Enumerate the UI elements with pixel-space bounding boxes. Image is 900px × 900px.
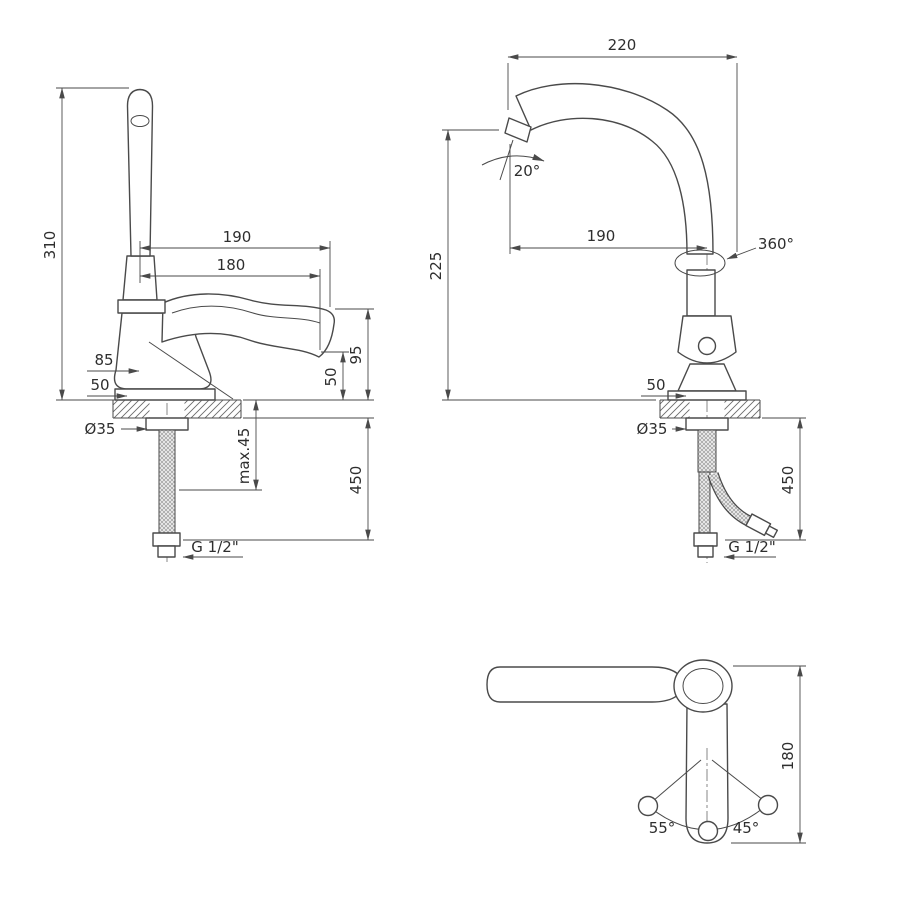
- aerator-angle-arc: [481, 154, 545, 166]
- dim-max-thickness-45: max.45: [235, 428, 253, 485]
- side-view: 310 190 180 85 50 Ø35 max.45 95 50 450 G…: [41, 87, 374, 563]
- stream-line: [148, 341, 234, 400]
- base-cone-front: [677, 363, 737, 392]
- swing-angle-55: 55°: [649, 819, 676, 837]
- dim-reach-180: 180: [217, 256, 246, 274]
- front-view: 20° 220 190 360° 2: [427, 36, 806, 563]
- top-view: 55° 45° 180: [486, 659, 806, 844]
- swing-angle-45: 45°: [733, 819, 760, 837]
- dim-hose-length-450-side: 450: [347, 466, 365, 495]
- dim-height-225: 225: [427, 252, 445, 281]
- base-plate-side: [114, 388, 216, 401]
- dim-height-310: 310: [41, 231, 59, 260]
- body-neck-front: [686, 269, 716, 317]
- dim-offset-85: 85: [94, 351, 113, 369]
- mounting-nut-side: [145, 417, 189, 431]
- hole-diameter-side: Ø35: [85, 420, 116, 438]
- base-plate-front: [667, 390, 747, 401]
- swing-line-left: [652, 759, 702, 802]
- hose-fitting-angled-nut: [764, 525, 779, 539]
- counter-hatch-left-front: [660, 400, 690, 418]
- hole-diameter-front: Ø35: [637, 420, 668, 438]
- supply-hose-side: [158, 429, 176, 534]
- handle-ring-detail: [130, 115, 150, 127]
- dim-hose-length-450-front: 450: [779, 466, 797, 495]
- dim-width-220: 220: [608, 36, 637, 54]
- handle-knob-inner: [682, 668, 724, 704]
- supply-hose-straight: [698, 471, 711, 534]
- counter-hatch-left: [113, 400, 150, 418]
- hose-fitting-side: [152, 532, 181, 547]
- hose-fitting-nut-side: [157, 545, 176, 558]
- swing-line-right: [711, 759, 764, 801]
- dim-offset-50-front: 50: [646, 376, 665, 394]
- swing-position-right: [757, 794, 779, 816]
- threaded-stud-front: [697, 429, 717, 473]
- mounting-nut-front: [685, 417, 729, 431]
- supply-hose-curved: [708, 472, 755, 528]
- counter-hatch-right-front: [724, 400, 760, 418]
- aerator-axis-line: [499, 139, 514, 181]
- handle-side: [126, 88, 154, 257]
- handle-knob-top: [673, 659, 733, 713]
- spout-front: [515, 82, 714, 255]
- dim-handle-length-180: 180: [779, 742, 797, 771]
- swivel-angle-360: 360°: [758, 235, 794, 253]
- aerator-angle-20: 20°: [514, 162, 541, 180]
- hose-fitting-nut-front: [697, 545, 714, 558]
- counter-hatch-right: [184, 400, 241, 418]
- swing-position-center: [697, 820, 719, 842]
- spout-side: [161, 293, 336, 358]
- dim-spout-height-95: 95: [347, 345, 365, 364]
- spout-inner-line: [171, 305, 321, 324]
- dim-reach-190-side: 190: [223, 228, 252, 246]
- thread-label-front: G 1/2": [728, 538, 775, 556]
- collar-side: [117, 299, 166, 314]
- thread-label-side: G 1/2": [191, 538, 238, 556]
- aerator-front: [504, 117, 532, 143]
- dim-offset-50-side: 50: [90, 376, 109, 394]
- handle-lever-top: [486, 666, 685, 703]
- hose-fitting-front: [693, 532, 718, 547]
- handle-cap-circle: [697, 336, 717, 356]
- swing-position-left: [637, 795, 659, 817]
- dim-spout-height-50: 50: [322, 367, 340, 386]
- dim-reach-190-front: 190: [587, 227, 616, 245]
